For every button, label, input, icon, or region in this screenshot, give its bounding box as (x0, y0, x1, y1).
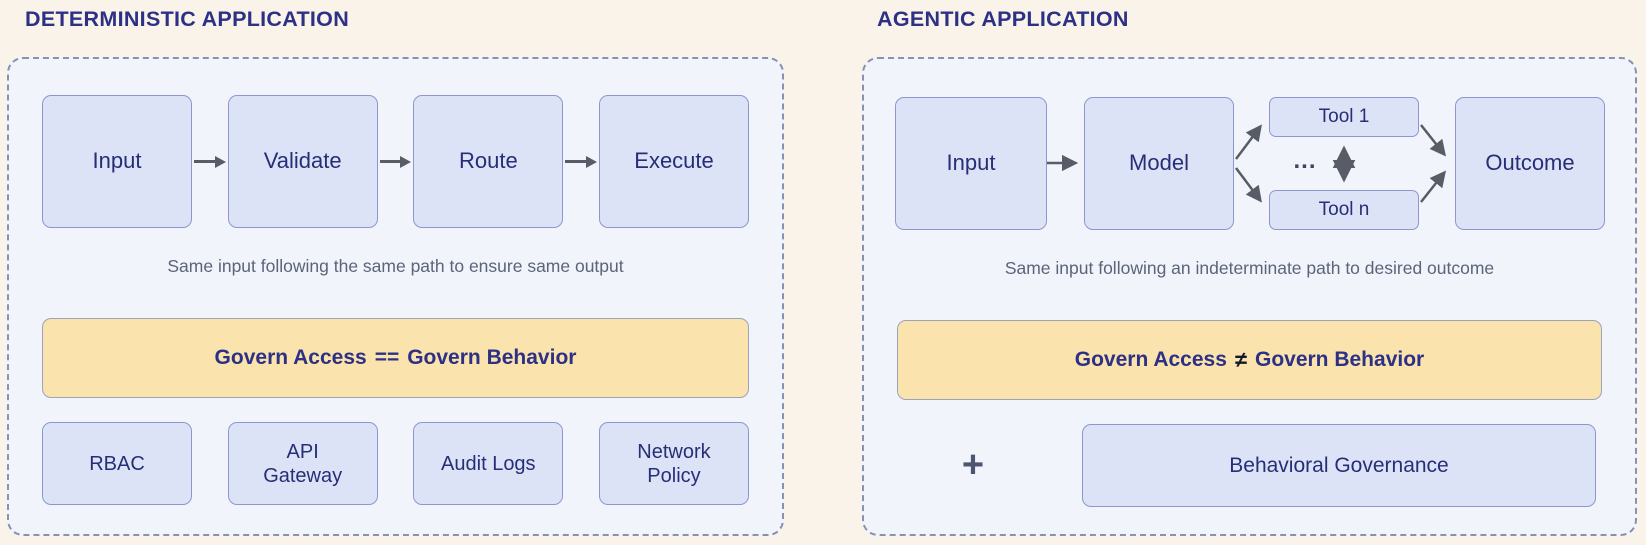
flow-node-tool-n: Tool n (1269, 190, 1419, 230)
deterministic-flow-row: Input Validate Route Execute (42, 95, 750, 228)
flow-node-model: Model (1084, 97, 1234, 230)
deterministic-caption: Same input following the same path to en… (167, 256, 624, 276)
flow-node-input: Input (42, 95, 192, 228)
flow-arrows-graphic (1047, 124, 1447, 203)
governance-prefix: Govern Access (1074, 348, 1227, 371)
not-equals-operator: ≠ (1234, 347, 1247, 372)
flow-node-tool-1: Tool 1 (1269, 97, 1419, 137)
right-arrow-icon (378, 156, 414, 168)
governance-equation-box: Govern Access == Govern Behavior (42, 318, 749, 398)
flow-node-outcome: Outcome (1455, 97, 1605, 230)
agentic-panel-title: AGENTIC APPLICATION (877, 7, 1129, 31)
deterministic-panel-container: Input Validate Route Execute Same input … (7, 57, 784, 536)
equals-operator: == (374, 346, 400, 369)
governance-suffix: Govern Behavior (1254, 348, 1425, 371)
access-controls-row: RBAC API Gateway Audit Logs Network Poli… (42, 422, 749, 505)
agentic-caption: Same input following an indeterminate pa… (1004, 258, 1495, 278)
ellipsis-more-tools: ... (1293, 147, 1317, 174)
control-node-audit-logs: Audit Logs (413, 422, 564, 505)
governance-inequality-box: Govern Access ≠ Govern Behavior (897, 320, 1602, 400)
plus-icon: + (961, 444, 985, 486)
deterministic-panel: DETERMINISTIC APPLICATION Input Validate… (7, 0, 784, 545)
flow-node-validate: Validate (227, 95, 378, 228)
control-node-rbac: RBAC (42, 422, 192, 505)
governance-prefix: Govern Access (214, 346, 367, 369)
behavioral-governance-row: + Behavioral Governance (897, 424, 1602, 507)
arrow-model-to-tooln (1235, 167, 1262, 203)
deterministic-panel-title: DETERMINISTIC APPLICATION (25, 7, 350, 31)
agentic-panel-container: Input Model Tool 1 ... Tool n Outcome Sa… (862, 57, 1637, 536)
flow-node-input: Input (895, 97, 1047, 230)
flow-node-execute: Execute (599, 95, 750, 228)
arrow-tooln-to-outcome (1420, 170, 1447, 203)
control-node-network-policy: Network Policy (598, 422, 749, 505)
arrow-model-to-tool1 (1235, 124, 1262, 160)
agentic-flow-row: Input Model Tool 1 ... Tool n Outcome (895, 97, 1605, 230)
flow-node-route: Route (413, 95, 564, 228)
right-arrow-icon (563, 156, 599, 168)
governance-suffix: Govern Behavior (407, 346, 577, 369)
right-arrow-icon (192, 156, 228, 168)
behavioral-governance-node: Behavioral Governance (1082, 424, 1596, 507)
arrow-tool1-to-outcome (1420, 124, 1447, 157)
control-node-api-gateway: API Gateway (227, 422, 378, 505)
agentic-panel: AGENTIC APPLICATION Input Model Tool 1 .… (862, 0, 1637, 545)
